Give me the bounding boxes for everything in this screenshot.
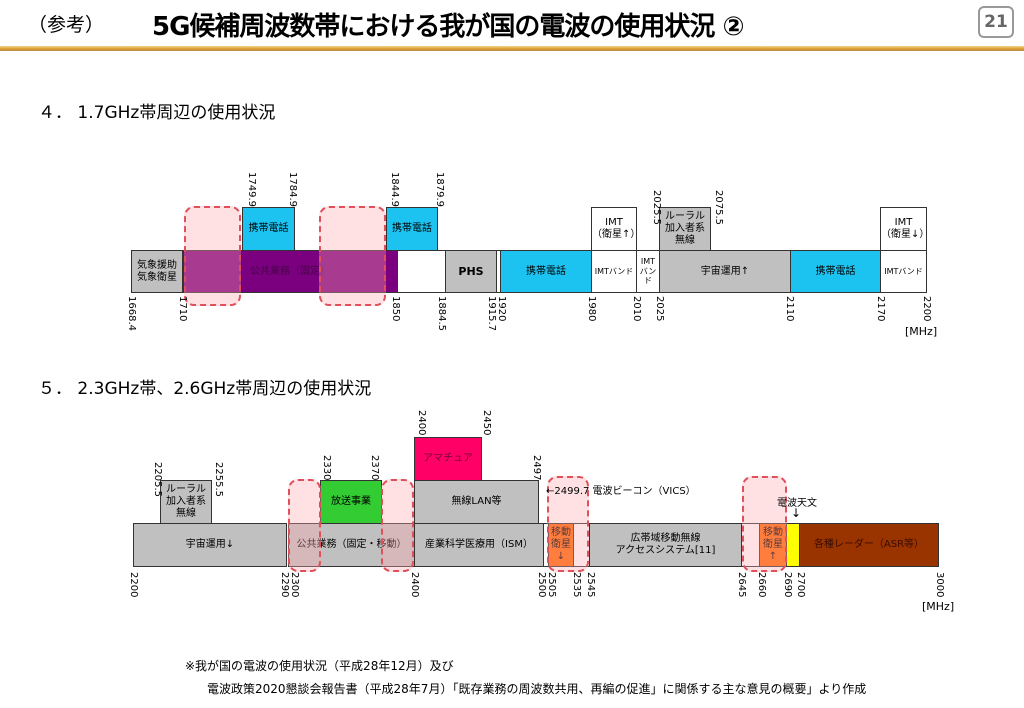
tick-label: 2025 [654, 296, 665, 322]
band-imt: IMTバンド [880, 250, 927, 293]
tick-label: 2290 [279, 572, 290, 598]
band-ism: 産業科学医療用（ISM） [414, 523, 544, 567]
band-imt: IMT バンド [636, 250, 660, 293]
band-public: 公共業務（固定） [182, 250, 398, 293]
tick-label: 2400 [409, 572, 420, 598]
tick-label: 1884.5 [436, 296, 447, 331]
tick-label: 2300 [289, 572, 300, 598]
footnote-line: 電波政策2020懇談会報告書（平成28年7月）「既存業務の周波数共用、再編の促進… [207, 682, 867, 696]
tick-label: 2075.5 [713, 190, 724, 225]
tick-label: 2025.5 [651, 190, 662, 225]
band-imt-sat-up: IMT （衛星↑） [591, 207, 640, 251]
band-public: 公共業務（固定・移動） [288, 523, 415, 567]
tick-label: 2660 [756, 572, 767, 598]
tick-label: 2700 [795, 572, 806, 598]
band-amateur: アマチュア [414, 437, 482, 481]
tick-label: 2010 [631, 296, 642, 322]
band-mobile: 携帯電話 [790, 250, 881, 293]
tick-label: 2497 [531, 455, 542, 481]
footnote-line: ※我が国の電波の使用状況（平成28年12月）及び [185, 659, 454, 673]
band-imt-sat-down: IMT （衛星↓） [880, 207, 929, 251]
tick-label: 3000 [934, 572, 945, 598]
section4-title: ４． 1.7GHz帯周辺の使用状況 [38, 103, 276, 123]
band-radio-astronomy [786, 523, 800, 567]
band-wlan: 無線LAN等 [414, 480, 539, 524]
tick-label: 2205.5 [152, 462, 163, 497]
unit-label: [MHz] [922, 600, 955, 613]
tick-label: 1710 [177, 296, 188, 322]
tick-label: 1850 [390, 296, 401, 322]
band-empty [397, 250, 446, 293]
candidate-highlight [184, 206, 241, 306]
band-space-up: 宇宙運用↑ [659, 250, 791, 293]
vics-annotation: ←2499.7 電波ビーコン（VICS） [546, 486, 696, 497]
band-rural: ルーラル 加入者系 無線 [659, 207, 711, 251]
tick-label: 2450 [481, 410, 492, 436]
band-meteo: 気象援助 気象衛星 [131, 250, 183, 293]
band-mss-down: 移動 衛星↓ [548, 523, 574, 567]
tick-label: 2330 [321, 455, 332, 481]
unit-label: [MHz] [905, 325, 938, 338]
band-imt: IMTバンド [591, 250, 637, 293]
band-mobile: 携帯電話 [500, 250, 592, 293]
tick-label: 1844.9 [389, 172, 400, 207]
tick-label: 2500 [536, 572, 547, 598]
tick-label: 2170 [875, 296, 886, 322]
section5-title: ５． 2.3GHz帯、2.6GHz帯周辺の使用状況 [38, 379, 372, 399]
candidate-highlight [742, 476, 787, 572]
header-divider [0, 46, 1024, 51]
tick-label: 1784.9 [287, 172, 298, 207]
tick-label: 2400 [416, 410, 427, 436]
tick-label: 1668.4 [126, 296, 137, 331]
tick-label: 2110 [784, 296, 795, 322]
band-phs: PHS [445, 250, 497, 293]
tick-label: 2645 [736, 572, 747, 598]
tick-label: 2200 [128, 572, 139, 598]
page-number: 21 [978, 6, 1014, 38]
tick-label: 1980 [586, 296, 597, 322]
tick-label: 2370 [369, 455, 380, 481]
band-mobile-upper: 携帯電話 [386, 207, 438, 251]
band-broadcast: 放送事業 [320, 480, 382, 524]
band-bwa: 広帯域移動無線 アクセスシステム[11] [589, 523, 742, 567]
tick-label: 2200 [921, 296, 932, 322]
tick-label: 2535 [571, 572, 582, 598]
band-radar: 各種レーダー（ASR等） [799, 523, 939, 567]
band-space-down: 宇宙運用↓ [133, 523, 287, 567]
band-rural: ルーラル 加入者系 無線 [160, 480, 212, 524]
candidate-highlight [319, 206, 386, 306]
tick-label: 1749.9 [246, 172, 257, 207]
band-mobile-upper: 携帯電話 [242, 207, 295, 251]
tick-label: 1915.7 [486, 296, 497, 331]
page-title: 5G候補周波数帯における我が国の電波の使用状況 ② [152, 12, 744, 42]
arrow-down-icon: ↓ [791, 506, 802, 520]
tick-label: 2505 [546, 572, 557, 598]
radio-astronomy-annotation: 電波天文 [777, 498, 817, 509]
tick-label: 1920 [496, 296, 507, 322]
tick-label: 2255.5 [213, 462, 224, 497]
tick-label: 1879.9 [434, 172, 445, 207]
candidate-highlight [288, 479, 321, 572]
reference-label: （参考） [28, 14, 105, 36]
tick-label: 2690 [782, 572, 793, 598]
candidate-highlight [547, 476, 589, 572]
tick-label: 2545 [585, 572, 596, 598]
candidate-highlight [381, 479, 414, 572]
